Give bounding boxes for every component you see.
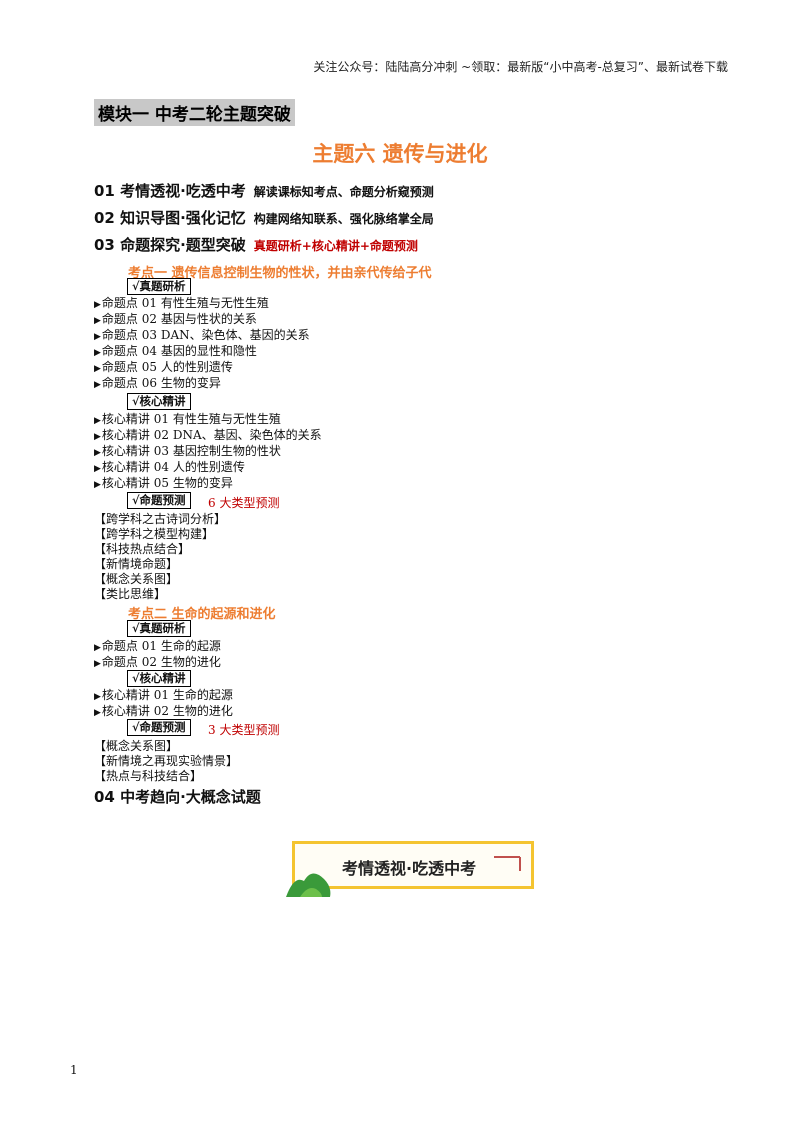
- header-note: 关注公众号：陆陆高分冲刺 ~领取：最新版“小中高考-总复习”、最新试卷下载: [313, 60, 728, 74]
- page-number: 1: [70, 1063, 78, 1077]
- triangle-right-icon: ▶: [94, 380, 101, 390]
- banner-text: 考情透视·吃透中考: [342, 859, 477, 878]
- jingjiang-item: ▶核心精讲 02 生物的进化: [94, 703, 233, 721]
- triangle-right-icon: ▶: [94, 332, 101, 342]
- section-01: 01 考情透视·吃透中考解读课标知考点、命题分析窥预测: [94, 180, 434, 201]
- green-hills-icon: [286, 856, 521, 897]
- jingjiang-item: ▶核心精讲 04 人的性别遗传: [94, 459, 245, 477]
- triangle-right-icon: ▶: [94, 300, 101, 310]
- type-item: 【科技热点结合】: [94, 542, 191, 556]
- section-label: 04 中考趋向·大概念试题: [94, 788, 261, 806]
- section-desc: 解读课标知考点、命题分析窥预测: [253, 185, 434, 199]
- type-item: 【概念关系图】: [94, 739, 179, 753]
- section-03: 03 命题探究·题型突破真题研析+核心精讲+命题预测: [94, 234, 418, 255]
- mingti-item: ▶命题点 01 有性生殖与无性生殖: [94, 295, 269, 313]
- yuce-count: 3 大类型预测: [208, 723, 280, 737]
- jingjiang-item: ▶核心精讲 02 DNA、基因、染色体的关系: [94, 427, 322, 445]
- tag-mingti-yuce: √命题预测: [127, 719, 191, 736]
- tag-hexin-jingjiang: √核心精讲: [127, 393, 191, 410]
- type-item: 【新情境命题】: [94, 557, 179, 571]
- mingti-item: ▶命题点 05 人的性别遗传: [94, 359, 233, 377]
- tag-mingti-yuce: √命题预测: [127, 492, 191, 509]
- jingjiang-item: ▶核心精讲 01 有性生殖与无性生殖: [94, 411, 281, 429]
- module-title: 模块一 中考二轮主题突破: [94, 99, 295, 126]
- triangle-right-icon: ▶: [94, 448, 101, 458]
- triangle-right-icon: ▶: [94, 416, 101, 426]
- section-label: 02 知识导图·强化记忆: [94, 209, 246, 227]
- triangle-right-icon: ▶: [94, 348, 101, 358]
- kaodian-1-title: 考点一 遗传信息控制生物的性状，并由亲代传给子代: [128, 266, 432, 281]
- jingjiang-item: ▶核心精讲 01 生命的起源: [94, 687, 233, 705]
- section-desc: 真题研析+核心精讲+命题预测: [253, 239, 418, 253]
- section-banner: 考情透视·吃透中考: [286, 841, 542, 897]
- jingjiang-item: ▶核心精讲 03 基因控制生物的性状: [94, 443, 281, 461]
- section-label: 01 考情透视·吃透中考: [94, 182, 246, 200]
- mingti-item: ▶命题点 02 生物的进化: [94, 654, 221, 672]
- mingti-item: ▶命题点 06 生物的变异: [94, 375, 221, 393]
- triangle-right-icon: ▶: [94, 432, 101, 442]
- triangle-right-icon: ▶: [94, 364, 101, 374]
- triangle-right-icon: ▶: [94, 643, 101, 653]
- yuce-count: 6 大类型预测: [208, 496, 280, 510]
- triangle-right-icon: ▶: [94, 480, 101, 490]
- triangle-right-icon: ▶: [94, 692, 101, 702]
- jingjiang-item: ▶核心精讲 05 生物的变异: [94, 475, 233, 493]
- triangle-right-icon: ▶: [94, 316, 101, 326]
- kaodian-2-title: 考点二 生命的起源和进化: [128, 607, 276, 622]
- mingti-item: ▶命题点 03 DAN、染色体、基因的关系: [94, 327, 310, 345]
- banner-frame: [292, 841, 534, 889]
- mingti-item: ▶命题点 01 生命的起源: [94, 638, 221, 656]
- section-04: 04 中考趋向·大概念试题: [94, 786, 261, 807]
- section-desc: 构建网络知联系、强化脉络掌全局: [253, 212, 434, 226]
- type-item: 【新情境之再现实验情景】: [94, 754, 239, 768]
- tag-zhenti-yanxi: √真题研析: [127, 620, 191, 637]
- topic-title: 主题六 遗传与进化: [312, 142, 488, 166]
- type-item: 【概念关系图】: [94, 572, 179, 586]
- type-item: 【跨学科之模型构建】: [94, 527, 215, 541]
- type-item: 【类比思维】: [94, 587, 167, 601]
- triangle-right-icon: ▶: [94, 659, 101, 669]
- section-02: 02 知识导图·强化记忆构建网络知联系、强化脉络掌全局: [94, 207, 434, 228]
- tag-hexin-jingjiang: √核心精讲: [127, 670, 191, 687]
- triangle-right-icon: ▶: [94, 464, 101, 474]
- section-label: 03 命题探究·题型突破: [94, 236, 246, 254]
- triangle-right-icon: ▶: [94, 708, 101, 718]
- mingti-item: ▶命题点 02 基因与性状的关系: [94, 311, 257, 329]
- type-item: 【跨学科之古诗词分析】: [94, 512, 227, 526]
- type-item: 【热点与科技结合】: [94, 769, 203, 783]
- tag-zhenti-yanxi: √真题研析: [127, 278, 191, 295]
- mingti-item: ▶命题点 04 基因的显性和隐性: [94, 343, 257, 361]
